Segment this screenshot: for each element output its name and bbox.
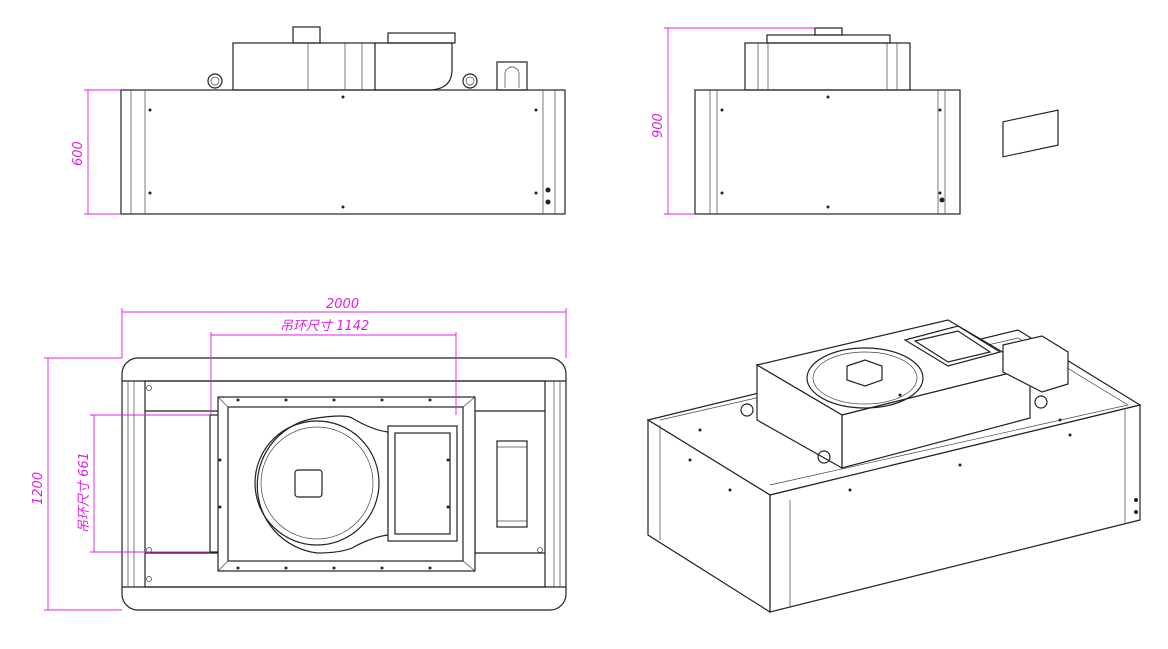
dim-600: 600 — [71, 141, 86, 166]
top-view — [121, 357, 567, 611]
front-height-dimension: 600 — [71, 89, 121, 215]
top-dimensions: 2000 吊环尺寸 1142 1200 吊环尺寸 661 — [31, 297, 567, 611]
dim-1200: 1200 — [31, 472, 46, 505]
side-view — [694, 27, 961, 215]
dim-ring-1142: 吊环尺寸 1142 — [280, 319, 369, 334]
isometric-view — [646, 109, 1142, 614]
dim-900: 900 — [651, 113, 666, 138]
dim-ring-661: 吊环尺寸 661 — [77, 452, 92, 533]
front-view — [120, 26, 566, 215]
dim-2000: 2000 — [326, 297, 359, 312]
side-height-dimension: 900 — [651, 27, 815, 215]
